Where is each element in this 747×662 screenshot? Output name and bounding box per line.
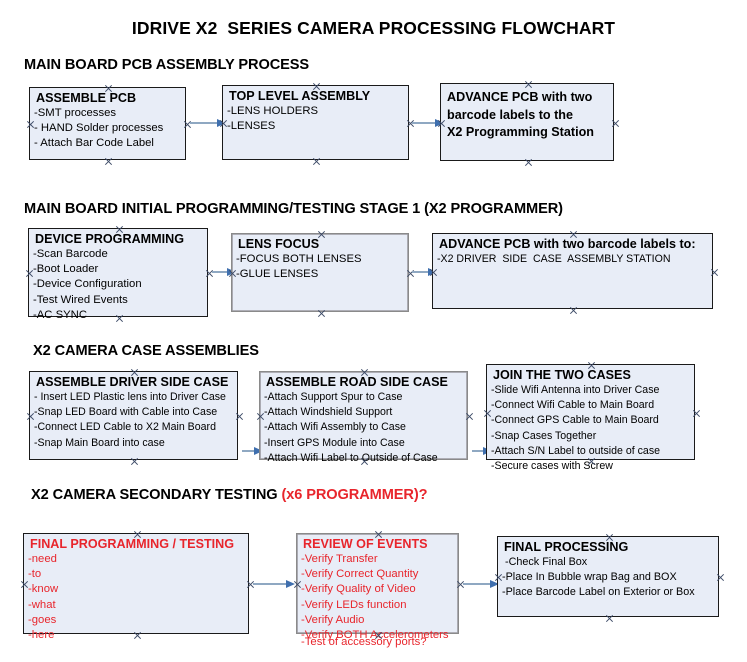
node-line: -Boot Loader <box>33 263 99 276</box>
node-line: -Place Barcode Label on Exterior or Box <box>502 586 695 599</box>
arrow-final-programming-to-review <box>253 579 295 588</box>
node-lens-focus[interactable]: LENS FOCUS -FOCUS BOTH LENSES -GLUE LENS… <box>231 233 409 312</box>
node-line: -Verify Quality of Video <box>301 583 416 596</box>
node-line: -Device Configuration <box>33 278 142 291</box>
node-line: -Attach S/N Label to outside of case <box>491 444 661 457</box>
node-line: -AC SYNC <box>33 308 87 321</box>
node-line: -Connect LED Cable to X2 Main Board <box>34 421 216 434</box>
node-advance-pcb-stage2[interactable]: ADVANCE PCB with two barcode labels to: … <box>432 233 713 309</box>
node-line: -Slide Wifi Antenna into Driver Case <box>491 384 660 396</box>
node-line: - Insert LED Plastic lens into Driver Ca… <box>34 391 226 403</box>
node-assemble-pcb[interactable]: ASSEMBLE PCB -SMT processes - HAND Solde… <box>29 87 186 160</box>
section-heading-2: MAIN BOARD INITIAL PROGRAMMING/TESTING S… <box>24 201 563 217</box>
node-line: -Test Wired Events <box>33 293 128 306</box>
section-heading-4: X2 CAMERA SECONDARY TESTING (x6 PROGRAMM… <box>31 487 428 503</box>
connector-handle-bottom[interactable] <box>524 158 533 167</box>
section-heading-4-accent: (x6 PROGRAMMER)? <box>281 487 428 503</box>
node-title: ASSEMBLE DRIVER SIDE CASE <box>36 375 229 389</box>
node-device-programming[interactable]: DEVICE PROGRAMMING -Scan Barcode -Boot L… <box>28 228 208 321</box>
node-line: -goes <box>28 613 57 626</box>
node-title: DEVICE PROGRAMMING <box>35 232 185 246</box>
connector-handle-bottom[interactable] <box>605 614 614 623</box>
node-line: -Verify Transfer <box>301 553 378 565</box>
node-line: -what <box>28 598 56 611</box>
node-assemble-road-side-case[interactable]: ASSEMBLE ROAD SIDE CASE -Attach Support … <box>259 371 468 464</box>
node-line: -Snap Main Board into case <box>34 436 165 449</box>
node-line: -Attach Wifi Label to Outside of Case <box>264 451 438 464</box>
connector-handle-bottom[interactable] <box>312 157 321 166</box>
node-line: -know <box>28 583 59 596</box>
connector-handle-bottom[interactable] <box>104 157 113 166</box>
node-review-of-events[interactable]: REVIEW OF EVENTS -Verify Transfer -Verif… <box>296 533 459 648</box>
node-line: -Connect Wifi Cable to Main Board <box>491 399 655 412</box>
node-line: - HAND Solder processes <box>34 122 164 135</box>
connector-handle-bottom[interactable] <box>317 309 326 318</box>
node-line: -Attach Wifi Assembly to Case <box>264 421 406 434</box>
arrow-top-level-to-advance-pcb <box>412 118 444 127</box>
node-title: ASSEMBLE PCB <box>36 91 137 105</box>
node-line: -Verify Audio <box>301 613 365 626</box>
node-line: -Attach Windshield Support <box>264 406 393 419</box>
node-title: REVIEW OF EVENTS <box>303 537 428 551</box>
node-line: -LENSES <box>227 120 276 133</box>
node-final-programming-testing[interactable]: FINAL PROGRAMMING / TESTING -need -to -k… <box>23 533 249 641</box>
node-title: JOIN THE TWO CASES <box>493 368 631 382</box>
node-line: -FOCUS BOTH LENSES <box>236 253 362 265</box>
arrow-assemble-pcb-to-top-level <box>190 118 226 127</box>
node-final-processing[interactable]: FINAL PROCESSING -Check Final Box -Place… <box>497 536 719 617</box>
section-heading-3: X2 CAMERA CASE ASSEMBLIES <box>33 343 259 359</box>
arrow-review-to-final-processing <box>463 579 499 588</box>
node-title: FINAL PROGRAMMING / TESTING <box>30 537 235 551</box>
arrow-road-case-to-join-cases <box>472 446 492 455</box>
node-title: TOP LEVEL ASSEMBLY <box>229 89 371 103</box>
node-assemble-driver-side-case[interactable]: ASSEMBLE DRIVER SIDE CASE - Insert LED P… <box>29 371 238 460</box>
page-title: IDRIVE X2 SERIES CAMERA PROCESSING FLOWC… <box>131 18 616 38</box>
node-line: -X2 DRIVER SIDE CASE ASSEMBLY STATION <box>437 253 671 265</box>
node-title: ASSEMBLE ROAD SIDE CASE <box>266 375 448 389</box>
node-advance-pcb-stage1[interactable]: ADVANCE PCB with two barcode labels to t… <box>440 83 614 161</box>
node-line: -Insert GPS Module into Case <box>264 436 405 449</box>
node-line: -Snap LED Board with Cable into Case <box>34 406 218 419</box>
node-line: -Attach Support Spur to Case <box>264 391 403 403</box>
section-heading-4-text: X2 CAMERA SECONDARY TESTING <box>31 487 282 503</box>
node-line: -Place In Bubble wrap Bag and BOX <box>502 571 677 584</box>
node-line: -Scan Barcode <box>33 248 108 260</box>
section-heading-1: MAIN BOARD PCB ASSEMBLY PROCESS <box>24 57 309 73</box>
section-heading-3-text: X2 CAMERA CASE ASSEMBLIES <box>33 343 259 359</box>
node-join-the-two-cases[interactable]: JOIN THE TWO CASES -Slide Wifi Antenna i… <box>486 364 695 472</box>
node-line: -to <box>28 568 42 581</box>
connector-handle-bottom[interactable] <box>569 306 578 315</box>
node-title: ADVANCE PCB with two barcode labels to t… <box>447 90 594 139</box>
arrow-lens-focus-to-advance-pcb <box>412 267 437 276</box>
node-line: -Secure cases with Screw <box>491 460 613 473</box>
arrow-device-programming-to-lens-focus <box>212 267 236 276</box>
node-overflow-line: -Test of accessory ports? <box>301 636 427 648</box>
connector-handle-right[interactable] <box>710 268 719 277</box>
node-title: FINAL PROCESSING <box>504 540 629 554</box>
node-line: -Check Final Box <box>502 556 588 568</box>
node-line: -Connect GPS Cable to Main Board <box>491 414 659 427</box>
node-line: -GLUE LENSES <box>236 268 319 281</box>
node-line: -Verify LEDs function <box>301 598 407 611</box>
node-line: -LENS HOLDERS <box>227 105 319 117</box>
connector-handle-bottom[interactable] <box>130 457 139 466</box>
section-heading-1-text: MAIN BOARD PCB ASSEMBLY PROCESS <box>24 57 310 73</box>
node-line: -Verify BOTH Accelerometers <box>301 629 449 642</box>
arrow-driver-case-to-road-case <box>242 446 263 455</box>
node-title: LENS FOCUS <box>238 237 320 251</box>
node-line: -need <box>28 553 57 565</box>
node-line: -here <box>28 629 55 642</box>
node-line: -SMT processes <box>34 107 117 119</box>
node-line: -Snap Cases Together <box>491 429 597 442</box>
node-top-level-assembly[interactable]: TOP LEVEL ASSEMBLY -LENS HOLDERS -LENSES <box>222 85 409 160</box>
node-line: - Attach Bar Code Label <box>34 137 154 150</box>
section-heading-2-text: MAIN BOARD INITIAL PROGRAMMING/TESTING S… <box>24 201 563 217</box>
node-title: ADVANCE PCB with two barcode labels to: <box>439 237 696 251</box>
node-line: -Verify Correct Quantity <box>301 568 419 581</box>
